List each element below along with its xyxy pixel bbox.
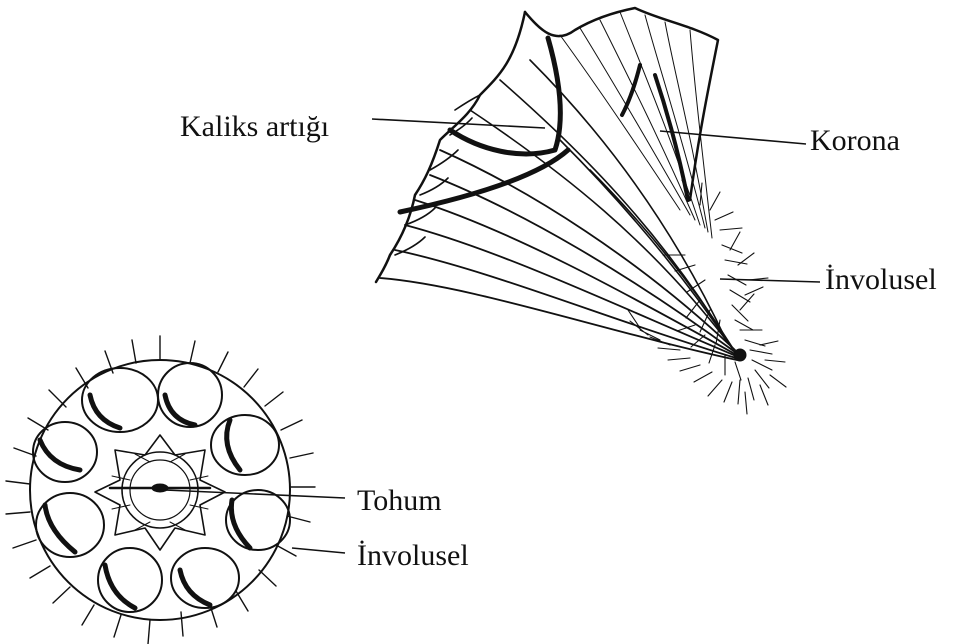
- involucel-top-leader: [720, 279, 820, 282]
- label-involucel-top: İnvolusel: [825, 265, 937, 295]
- leader-lines-lower: [165, 490, 345, 553]
- seed-leader: [165, 490, 345, 498]
- label-seed: Tohum: [357, 486, 442, 516]
- involucel-bottom-leader: [292, 548, 345, 553]
- label-corona: Korona: [810, 126, 900, 156]
- label-involucel-bottom: İnvolusel: [357, 541, 469, 571]
- fruit-side-view: [376, 8, 786, 414]
- calyx-remnant-leader: [372, 119, 545, 128]
- label-calyx-remnant: Kaliks artığı: [180, 112, 329, 142]
- fruit-cross-section: [6, 336, 315, 644]
